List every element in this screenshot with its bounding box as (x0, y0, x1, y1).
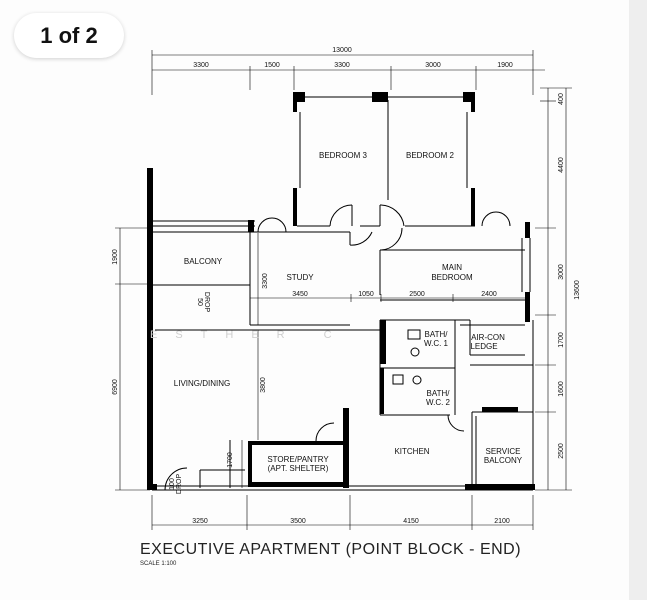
door-swings (164, 204, 511, 491)
dim-top-5: 1900 (497, 62, 513, 69)
room-store-pantry-line2: (APT. SHELTER) (268, 464, 329, 473)
walls (147, 92, 535, 491)
room-aircon-line1: AIR-CON (471, 333, 505, 342)
room-living-dining: LIVING/DINING (174, 379, 230, 388)
dimension-lines (115, 50, 572, 530)
dim-right-1: 400 (558, 93, 565, 105)
dim-right-4: 1700 (558, 332, 565, 348)
dim-right-6: 2500 (558, 443, 565, 459)
balcony-drop-line1: 50 (196, 298, 203, 306)
room-balcony: BALCONY (184, 257, 223, 266)
dim-left-2: 6900 (112, 379, 119, 395)
dim-bottom-1: 3250 (192, 518, 208, 525)
entry-drop-line2: DROP (176, 474, 183, 495)
dim-top-4: 3000 (425, 62, 441, 69)
dim-inner-3: 2500 (409, 291, 425, 298)
plan-title: EXECUTIVE APARTMENT (POINT BLOCK - END) (140, 541, 521, 558)
floor-plan-drawing: 13000 3300 1500 3300 3000 1900 400 4400 … (112, 47, 581, 567)
dim-bottom-2: 3500 (290, 518, 306, 525)
page-indicator-badge[interactable]: 1 of 2 (14, 13, 124, 58)
dim-top-3: 3300 (334, 62, 350, 69)
dim-inner-1: 3450 (292, 291, 308, 298)
plan-scale: SCALE 1:100 (140, 561, 177, 567)
dim-bottom-4: 2100 (494, 518, 510, 525)
dim-right-3: 3000 (558, 264, 565, 280)
watermark-text: ESTHER C (150, 329, 350, 341)
room-kitchen: KITCHEN (394, 447, 429, 456)
room-main-bedroom-line1: MAIN (442, 263, 462, 272)
dim-right-5: 1600 (558, 381, 565, 397)
dim-overall-top: 13000 (332, 47, 352, 54)
dim-inner-2: 1050 (358, 291, 374, 298)
room-service-balcony-line1: SERVICE (486, 447, 521, 456)
dim-living-height: 3800 (260, 377, 267, 393)
dim-inner-4: 2400 (481, 291, 497, 298)
room-bath1-line2: W.C. 1 (424, 339, 449, 348)
room-main-bedroom-line2: BEDROOM (431, 273, 473, 282)
dim-right-total: 13600 (574, 280, 581, 300)
room-study: STUDY (286, 273, 314, 282)
room-service-balcony-line2: BALCONY (484, 456, 523, 465)
dim-bottom-3: 4150 (403, 518, 419, 525)
dim-right-2: 4400 (558, 157, 565, 173)
room-bedroom-3: BEDROOM 3 (319, 151, 368, 160)
dim-top-2: 1500 (264, 62, 280, 69)
dim-store-height: 1700 (227, 452, 234, 468)
bath-fixtures (392, 329, 422, 385)
balcony-drop-line2: DROP (203, 292, 210, 313)
room-bath2-line2: W.C. 2 (426, 398, 451, 407)
entry-drop-line1: 100 (169, 478, 176, 490)
dim-study-height: 3300 (262, 273, 269, 289)
room-aircon-line2: LEDGE (470, 342, 497, 351)
room-bath2-line1: BATH/ (427, 389, 451, 398)
page-indicator-text: 1 of 2 (40, 22, 98, 48)
scrollbar-track[interactable] (629, 0, 647, 600)
room-store-pantry-line1: STORE/PANTRY (267, 455, 329, 464)
dim-top-1: 3300 (193, 62, 209, 69)
dim-left-1: 1900 (112, 249, 119, 265)
room-bath1-line1: BATH/ (425, 330, 449, 339)
room-bedroom-2: BEDROOM 2 (406, 151, 455, 160)
